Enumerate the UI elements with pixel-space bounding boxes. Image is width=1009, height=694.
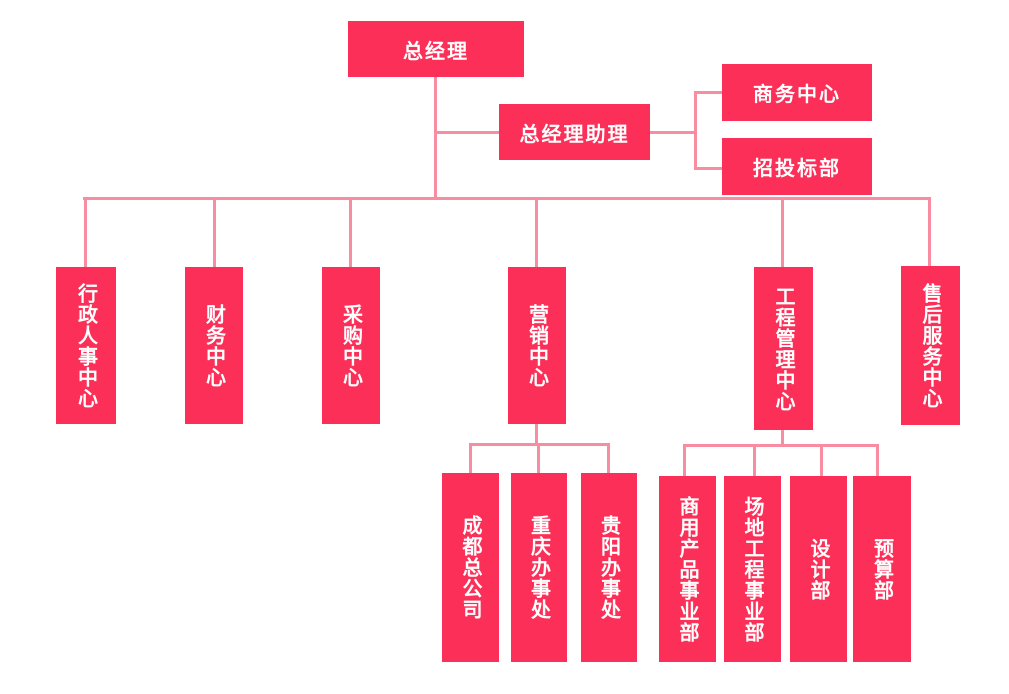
connector-trunk-vertical: [434, 77, 437, 200]
connector-drop-commercial-products: [683, 444, 686, 476]
connector-drop-design: [820, 444, 823, 476]
org-node-general-manager[interactable]: 总经理: [348, 21, 524, 77]
org-node-engineering-mgmt-center[interactable]: 工程管理中心: [754, 267, 813, 430]
org-node-marketing-center[interactable]: 营销中心: [508, 267, 566, 424]
org-node-chongqing-office[interactable]: 重庆办事处: [511, 473, 567, 662]
connector-drop-admin-hr: [84, 197, 87, 267]
connector-drop-chengdu: [469, 443, 472, 473]
org-node-admin-hr-center[interactable]: 行政人事中心: [56, 267, 116, 424]
connector-assistant-bracket-vertical: [694, 91, 697, 170]
connector-drop-procurement: [349, 197, 352, 267]
org-node-procurement-center[interactable]: 采购中心: [322, 267, 380, 424]
org-node-aftersales-center[interactable]: 售后服务中心: [901, 266, 960, 425]
connector-drop-engineering: [781, 197, 784, 267]
org-node-chengdu-hq[interactable]: 成都总公司: [442, 473, 499, 662]
org-node-guiyang-office[interactable]: 贵阳办事处: [581, 473, 637, 662]
connector-drop-marketing: [535, 197, 538, 267]
connector-drop-finance: [213, 197, 216, 267]
org-node-bidding-dept[interactable]: 招投标部: [722, 138, 872, 195]
org-node-budget-dept[interactable]: 预算部: [853, 476, 911, 662]
connector-drop-aftersales: [928, 197, 931, 266]
connector-business-center-stub: [694, 91, 722, 94]
connector-assistant-right-stub: [650, 131, 697, 134]
connector-engineering-vertical: [781, 430, 784, 447]
org-node-finance-center[interactable]: 财务中心: [185, 267, 243, 424]
org-node-design-dept[interactable]: 设计部: [790, 476, 847, 662]
connector-marketing-vertical: [535, 424, 538, 446]
connector-drop-budget: [876, 444, 879, 476]
connector-drop-guiyang: [607, 443, 610, 473]
org-node-site-engineering-div[interactable]: 场地工程事业部: [724, 476, 781, 662]
connector-drop-site-engineering: [753, 444, 756, 476]
connector-main-horizontal: [83, 197, 931, 200]
org-node-business-center[interactable]: 商务中心: [722, 64, 872, 121]
connector-drop-chongqing: [537, 443, 540, 473]
connector-assistant-left-stub: [434, 131, 501, 134]
org-node-commercial-products-div[interactable]: 商用产品事业部: [659, 476, 716, 662]
connector-engineering-horizontal: [683, 444, 879, 447]
connector-bidding-dept-stub: [694, 167, 722, 170]
org-node-gm-assistant[interactable]: 总经理助理: [499, 104, 650, 160]
